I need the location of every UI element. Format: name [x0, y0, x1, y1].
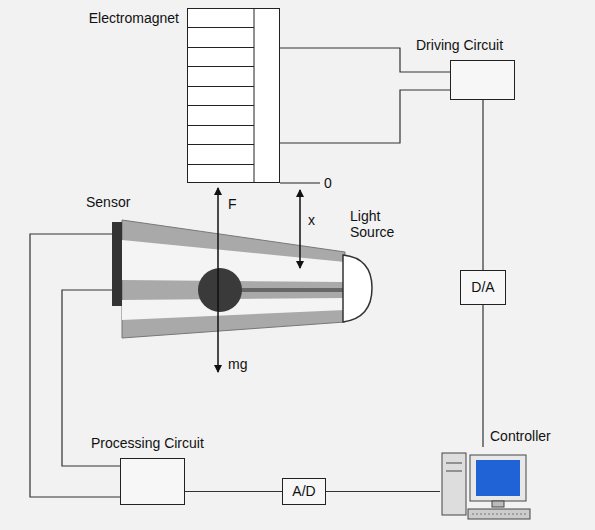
processing-circuit: Processing Circuit	[120, 458, 185, 505]
light-beam	[122, 220, 345, 338]
node-text: D/A	[471, 279, 494, 295]
gap-dimension	[299, 190, 301, 268]
node-heading: Electromagnet	[89, 10, 179, 26]
light-source	[343, 255, 372, 322]
signal-wire	[30, 234, 120, 497]
node-heading: Driving Circuit	[416, 37, 503, 53]
ad-converter: A/D	[282, 478, 326, 505]
controller: Controller	[440, 447, 532, 523]
driving-circuit: Driving Circuit	[450, 60, 515, 100]
weight-arrow	[217, 290, 219, 372]
weight-label: mg	[228, 356, 247, 372]
signal-wire	[482, 305, 483, 447]
force-label: F	[228, 196, 237, 212]
light-source-label: Light Source	[350, 208, 412, 240]
gap-label: x	[308, 212, 315, 228]
reference-zero: 0	[324, 175, 332, 191]
da-converter: D/A	[460, 270, 506, 305]
signal-wire	[482, 100, 483, 270]
computer-icon	[440, 447, 532, 523]
signal-wire	[280, 48, 450, 143]
node-text: A/D	[292, 483, 315, 499]
node-heading: Controller	[490, 428, 551, 444]
force-arrow	[217, 188, 219, 290]
electromagnet: Electromagnet	[187, 8, 280, 183]
steel-ball	[198, 268, 242, 312]
coil	[187, 8, 280, 183]
sensor: Sensor	[112, 222, 122, 306]
node-heading: Processing Circuit	[91, 435, 204, 451]
signal-wire	[185, 491, 282, 492]
signal-wire	[326, 491, 440, 492]
node-heading: Sensor	[86, 194, 130, 210]
zero-line	[280, 182, 320, 183]
